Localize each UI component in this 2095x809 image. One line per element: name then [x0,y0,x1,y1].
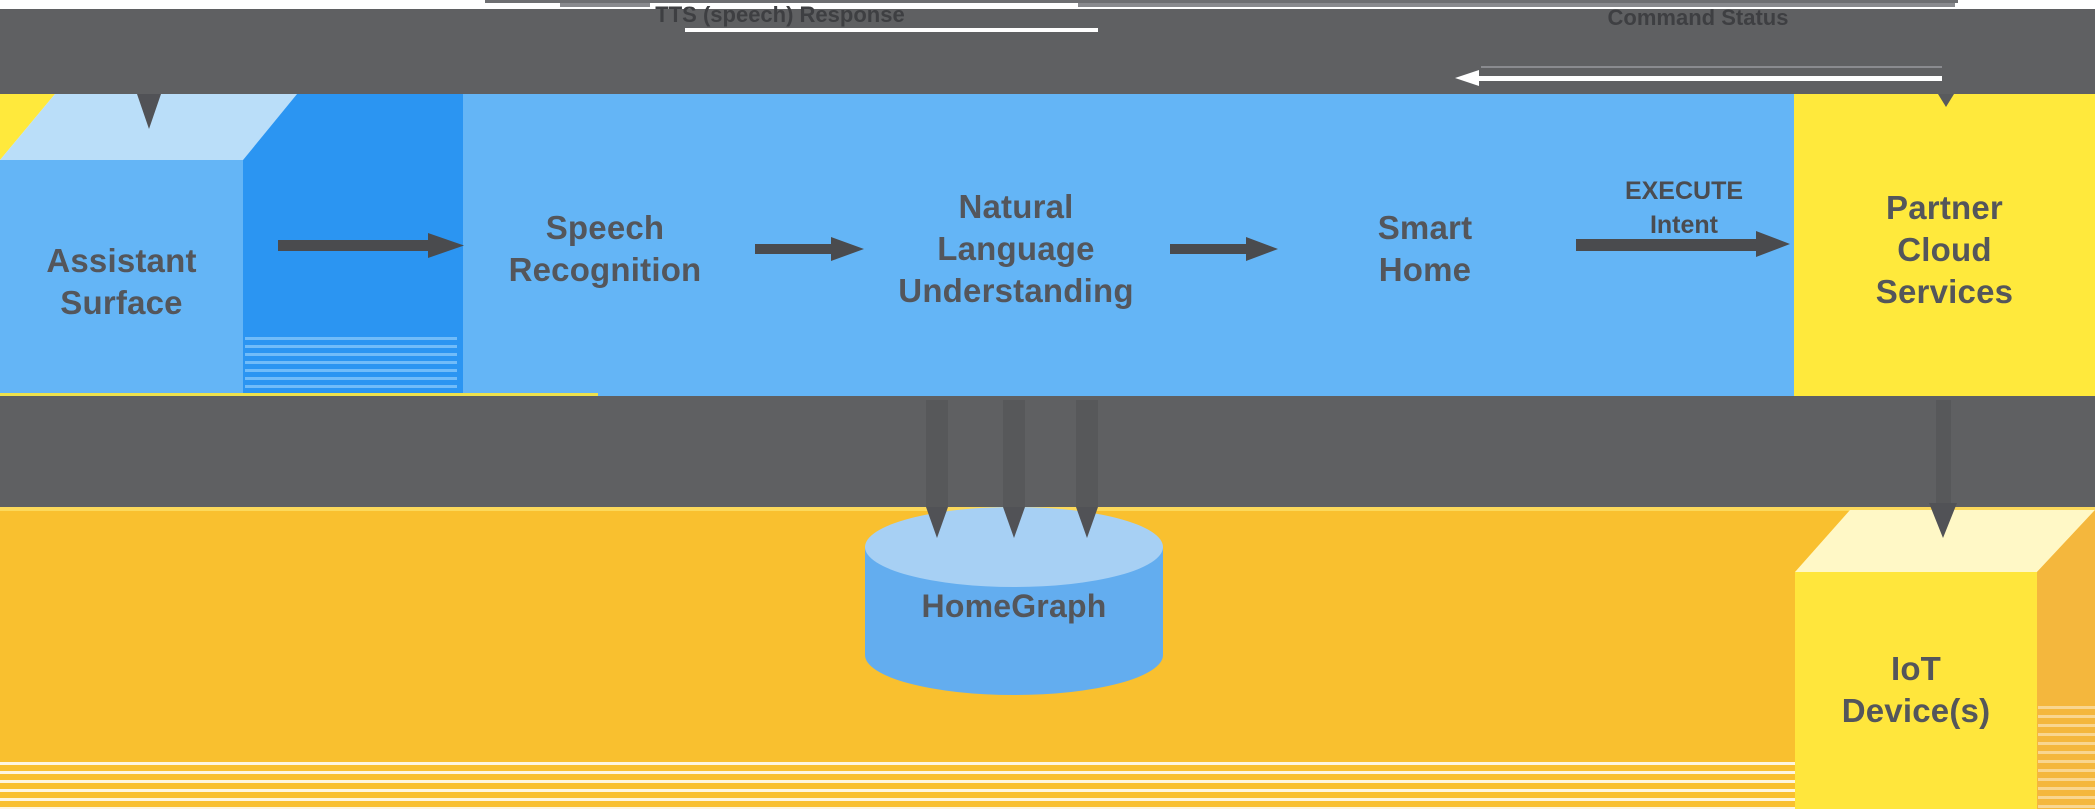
iot-devices-label: IoT Device(s) [1841,650,1991,729]
amber-bottom-fade-stripes [0,756,2095,809]
arrow-speech-to-nlu [755,244,831,254]
iot-side-fade-stripes [2038,700,2095,809]
lower-command-band [0,396,2095,507]
top-edge-gray-fragment [560,3,1955,7]
partner-cloud-services-label: Partner Cloud Services [1875,189,2014,310]
arrow-assistant-to-speech [278,240,428,251]
speech-recognition-label: Speech Recognition [508,209,702,288]
execute-intent-label: EXECUTE Intent [1624,177,1744,239]
tts-response-label: TTS (speech) Response [655,2,905,27]
tts-arrow-white-fragment [650,3,1078,7]
smart-home-label: Smart Home [1377,209,1473,288]
assistant-side-fade-stripes [245,332,457,394]
assistant-surface-front-face [0,160,243,396]
homegraph-arrow-shaft-3 [1076,400,1098,507]
homegraph-arrow-shaft-1 [926,400,948,507]
google-assistant-panel [463,94,1794,396]
arrow-nlu-to-smarthome [1170,244,1246,254]
homegraph-cylinder: HomeGraph [865,507,1163,695]
command-status-label: Command Status [1607,5,1789,30]
tts-arrow-underline-white [685,28,1098,32]
iot-arrow-shaft [1936,400,1951,505]
partner-cloud-services-box [1794,94,2095,396]
homegraph-arrow-shaft-2 [1003,400,1025,507]
homegraph-label: HomeGraph [921,588,1107,624]
iot-box-front-face [1795,572,2037,809]
command-status-arrow-upper-line [1481,66,1942,68]
assistant-surface-label: Assistant Surface [46,242,197,321]
top-edge-line [485,0,1958,3]
yellow-divider-line [0,393,598,398]
arrow-smarthome-to-partner [1576,239,1756,251]
command-status-arrow-shaft [1477,76,1942,81]
nlu-label: Natural Language Understanding [898,188,1134,309]
